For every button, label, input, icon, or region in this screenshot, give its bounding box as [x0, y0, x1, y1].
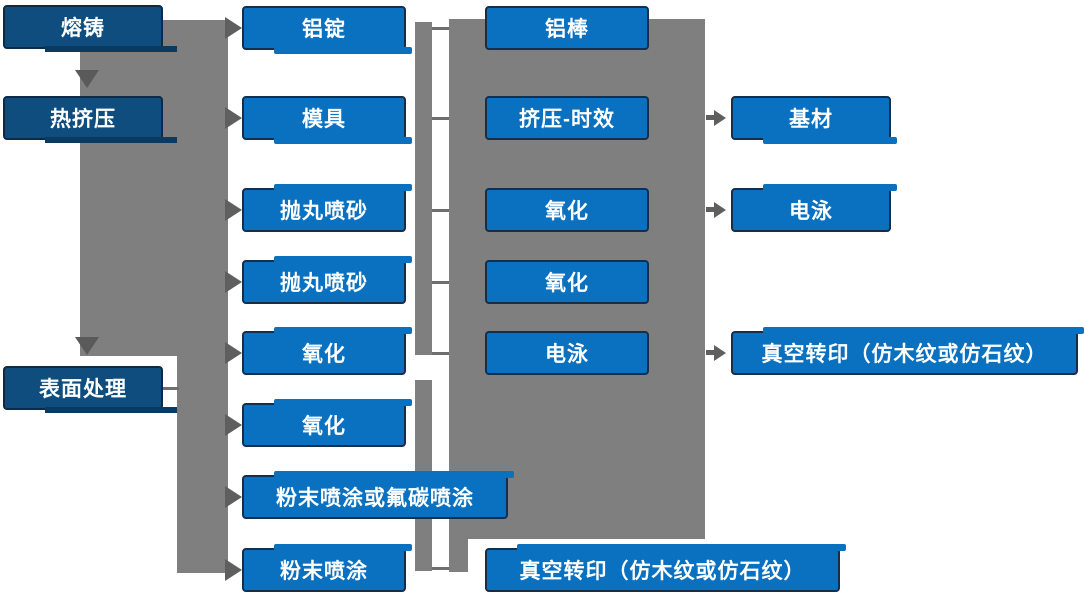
arrow-head-substrate — [714, 110, 726, 126]
right-arrowhead-icon-6 — [225, 414, 242, 436]
node-powder-coating[interactable]: 粉末喷涂 — [242, 544, 412, 592]
right-arrowhead-icon-3 — [225, 199, 242, 221]
node-melting-casting[interactable]: 熔铸 — [3, 5, 177, 52]
node-aluminum-ingot[interactable]: 铝锭 — [242, 6, 412, 54]
flow-band-left-main — [80, 20, 228, 356]
twig-line-row4 — [432, 281, 449, 284]
node-substrate[interactable]: 基材 — [731, 96, 897, 144]
arrow-head-electrophoresis — [714, 202, 726, 218]
node-shot-blasting-1[interactable]: 抛丸喷砂 — [242, 184, 412, 232]
twig-line-row8 — [432, 567, 449, 570]
node-oxidation-4[interactable]: 氧化 — [485, 260, 649, 304]
right-arrowhead-icon-7 — [225, 486, 242, 508]
node-electrophoresis-2[interactable]: 电泳 — [731, 184, 897, 232]
node-shot-blasting-2[interactable]: 抛丸喷砂 — [242, 256, 412, 304]
node-aluminum-rod[interactable]: 铝棒 — [485, 6, 649, 50]
arrow-shaft-electrophoresis — [706, 207, 715, 212]
node-vacuum-transfer-1[interactable]: 真空转印（仿木纹或仿石纹） — [485, 544, 846, 592]
node-oxidation-3[interactable]: 氧化 — [485, 188, 649, 232]
down-arrow-icon-2 — [75, 337, 99, 355]
node-oxidation-1[interactable]: 氧化 — [242, 327, 412, 375]
arrow-shaft-vacuum-transfer — [706, 350, 715, 355]
twig-line-row5 — [432, 352, 449, 355]
node-oxidation-2[interactable]: 氧化 — [242, 399, 412, 447]
node-extrusion-aging[interactable]: 挤压-时效 — [485, 96, 649, 140]
right-arrowhead-icon-5 — [225, 342, 242, 364]
down-arrow-icon-1 — [75, 70, 99, 88]
right-arrowhead-icon-2 — [225, 107, 242, 129]
node-electrophoresis-1[interactable]: 电泳 — [485, 331, 649, 375]
arrow-shaft-substrate — [706, 115, 715, 120]
twig-line-row2 — [432, 117, 449, 120]
twig-line-row1 — [432, 27, 449, 30]
right-arrowhead-icon-1 — [225, 17, 242, 39]
node-powder-or-fluorocarbon-coating[interactable]: 粉末喷涂或氟碳喷涂 — [242, 471, 514, 519]
node-vacuum-transfer-2[interactable]: 真空转印（仿木纹或仿石纹） — [731, 327, 1084, 375]
node-mold[interactable]: 模具 — [242, 96, 412, 144]
right-arrowhead-icon-8 — [225, 559, 242, 581]
node-hot-extrusion[interactable]: 热挤压 — [3, 96, 177, 143]
flow-band-right-tail — [449, 539, 468, 572]
flow-band-middle-upper — [415, 22, 432, 355]
stub-line-surface-treatment — [163, 387, 179, 390]
node-surface-treatment[interactable]: 表面处理 — [3, 366, 177, 413]
arrow-head-vacuum-transfer — [714, 345, 726, 361]
twig-line-row3 — [432, 209, 449, 212]
flow-band-left-lower — [177, 356, 228, 573]
right-arrowhead-icon-4 — [225, 271, 242, 293]
